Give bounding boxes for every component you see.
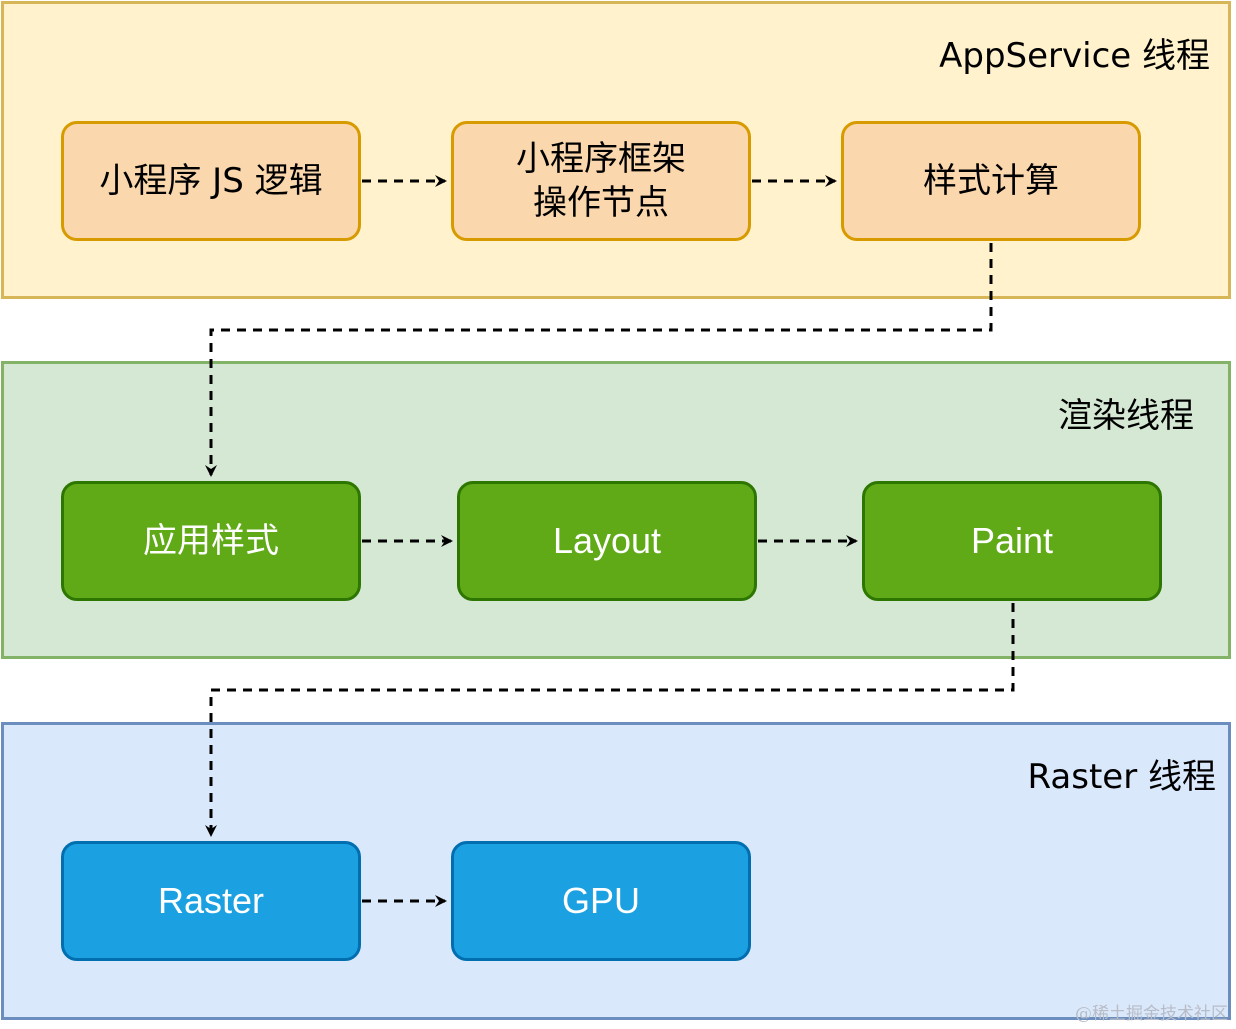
layout-node: Layout [457, 481, 757, 601]
framework-ops-node: 小程序框架 操作节点 [451, 121, 751, 241]
apply-style-node: 应用样式 [61, 481, 361, 601]
js-logic-node: 小程序 JS 逻辑 [61, 121, 361, 241]
watermark: @稀土掘金技术社区 [1075, 1004, 1228, 1024]
js-logic-label: 小程序 JS 逻辑 [99, 161, 323, 201]
paint-label: Paint [970, 520, 1054, 561]
style-calc-label: 样式计算 [923, 161, 1059, 201]
layout-label: Layout [552, 520, 662, 561]
raster-label: Raster [157, 880, 265, 921]
style-calc-node: 样式计算 [841, 121, 1141, 241]
raster-node: Raster [61, 841, 361, 961]
framework-ops-label-line1: 小程序框架 [516, 139, 686, 179]
appservice-thread-title: AppService 线程 [939, 36, 1210, 76]
framework-ops-label-line2: 操作节点 [533, 183, 669, 223]
gpu-label: GPU [561, 880, 640, 921]
gpu-node: GPU [451, 841, 751, 961]
paint-node: Paint [862, 481, 1162, 601]
render-thread-title: 渲染线程 [1058, 396, 1194, 436]
raster-thread-title: Raster 线程 [1027, 757, 1216, 797]
apply-style-label: 应用样式 [143, 521, 279, 561]
